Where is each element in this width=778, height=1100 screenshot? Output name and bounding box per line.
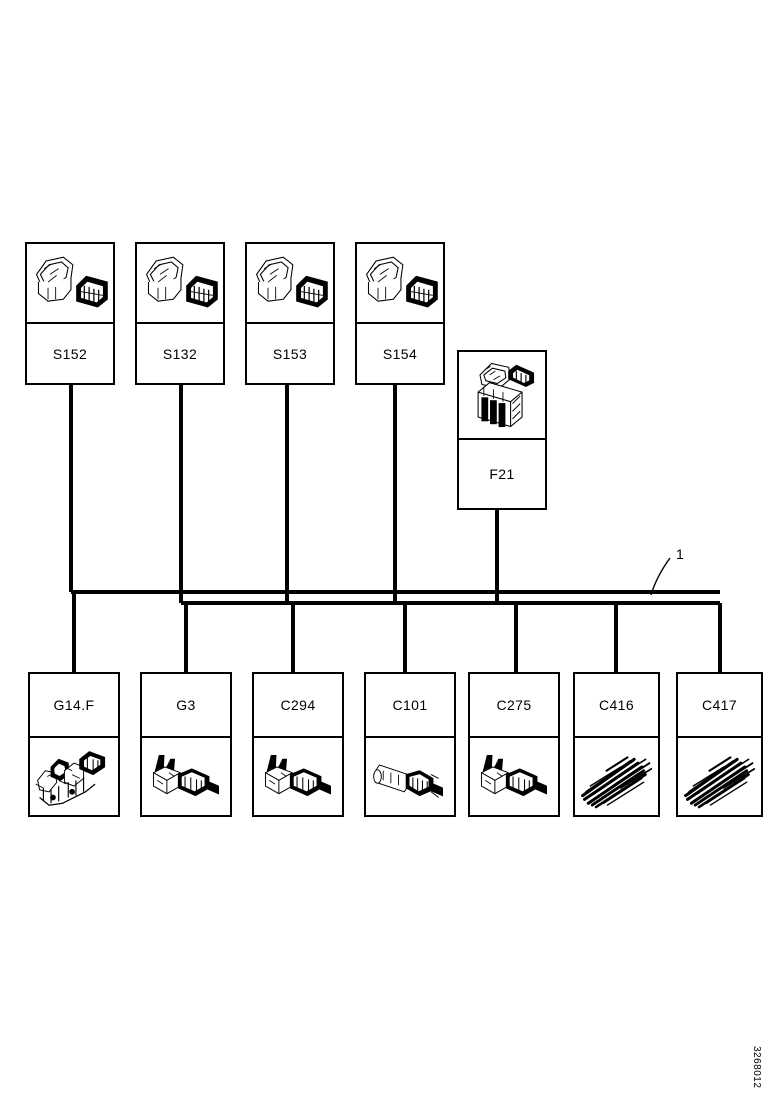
fuse-block-icon	[459, 352, 545, 438]
node-label-cell: C275	[470, 674, 558, 736]
node-label: C417	[701, 697, 738, 713]
node-label-cell: C294	[254, 674, 342, 736]
node-s154[interactable]: S154	[355, 242, 445, 385]
node-c416[interactable]: C416	[573, 672, 660, 817]
node-c275[interactable]: C275	[468, 672, 560, 817]
terminal-icon	[470, 736, 558, 815]
node-label-cell: S153	[247, 322, 333, 383]
node-label: C101	[392, 697, 428, 713]
node-g14f[interactable]: G14.F	[28, 672, 120, 817]
node-label: C416	[598, 697, 635, 713]
node-label-cell: C416	[575, 674, 658, 736]
wire-splice-icon	[575, 736, 658, 815]
sheet-code: 3268012	[751, 1046, 762, 1089]
node-label-cell: G3	[142, 674, 230, 736]
node-label: S153	[272, 345, 308, 362]
node-c417[interactable]: C417	[676, 672, 763, 817]
connector-pair-icon	[27, 244, 113, 322]
terminal-round-icon	[366, 736, 454, 815]
node-label: S154	[382, 345, 418, 362]
node-label-cell: C417	[678, 674, 761, 736]
terminal-icon	[142, 736, 230, 815]
node-label-cell: S152	[27, 322, 113, 383]
node-label-cell: C101	[366, 674, 454, 736]
node-label: G14.F	[53, 697, 95, 713]
node-f21[interactable]: F21	[457, 350, 547, 510]
connector-pair-icon	[357, 244, 443, 322]
node-c294[interactable]: C294	[252, 672, 344, 817]
node-label-cell: G14.F	[30, 674, 118, 736]
node-label: S132	[162, 345, 198, 362]
node-label-cell: S154	[357, 322, 443, 383]
connector-pair-icon	[247, 244, 333, 322]
node-label: F21	[489, 466, 515, 482]
node-label: S152	[52, 345, 88, 362]
node-label-cell: S132	[137, 322, 223, 383]
node-label: C294	[280, 697, 316, 713]
callout-1-label: 1	[676, 546, 684, 562]
node-g3[interactable]: G3	[140, 672, 232, 817]
node-label-cell: F21	[459, 438, 545, 508]
ground-cluster-icon	[30, 736, 118, 815]
node-label: G3	[176, 697, 196, 713]
connector-pair-icon	[137, 244, 223, 322]
node-s132[interactable]: S132	[135, 242, 225, 385]
node-c101[interactable]: C101	[364, 672, 456, 817]
wire-splice-icon	[678, 736, 761, 815]
terminal-icon	[254, 736, 342, 815]
node-s152[interactable]: S152	[25, 242, 115, 385]
node-s153[interactable]: S153	[245, 242, 335, 385]
node-label: C275	[496, 697, 532, 713]
